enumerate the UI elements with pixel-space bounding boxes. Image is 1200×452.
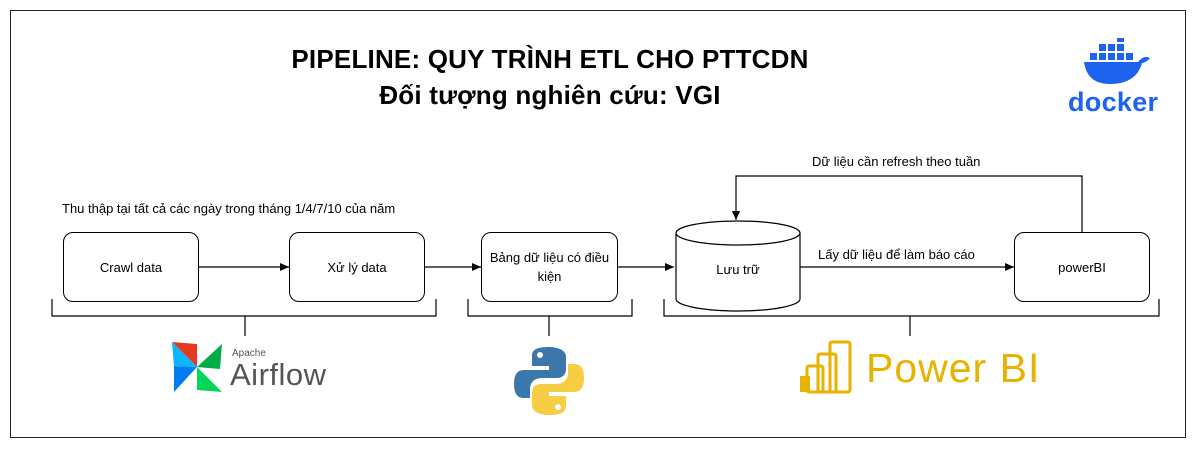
python-icon	[514, 347, 584, 415]
crawl-data-node: Crawl data	[63, 232, 199, 302]
process-data-node: Xử lý data	[289, 232, 425, 302]
airflow-logo-text: Airflow	[230, 357, 327, 392]
conditional-table-node: Bảng dữ liệu có điều kiện	[481, 232, 618, 302]
bracket-airflow	[51, 299, 437, 336]
powerbi-node: powerBI	[1014, 232, 1150, 302]
powerbi-logo-text: Power BI	[866, 345, 1041, 391]
diagram-title: PIPELINE: QUY TRÌNH ETL CHO PTTCDN	[291, 44, 809, 74]
refresh-note: Dữ liệu cần refresh theo tuần	[812, 154, 981, 169]
docker-logo-text: docker	[1068, 87, 1159, 117]
bracket-python	[467, 299, 633, 336]
diagram-subtitle: Đối tượng nghiên cứu: VGI	[379, 80, 721, 110]
report-note: Lấy dữ liệu để làm báo cáo	[818, 247, 975, 262]
bracket-powerbi	[663, 299, 1160, 336]
storage-cylinder	[675, 220, 801, 312]
docker-whale-icon	[1084, 38, 1150, 84]
airflow-pinwheel-icon	[172, 342, 222, 392]
airflow-apache-label: Apache	[232, 348, 266, 359]
diagram-frame	[10, 10, 1186, 438]
arrow-refresh-loop	[732, 175, 1083, 232]
storage-label: Lưu trữ	[716, 262, 760, 277]
powerbi-icon	[800, 340, 852, 394]
collect-note: Thu thập tại tất cả các ngày trong tháng…	[62, 201, 396, 216]
